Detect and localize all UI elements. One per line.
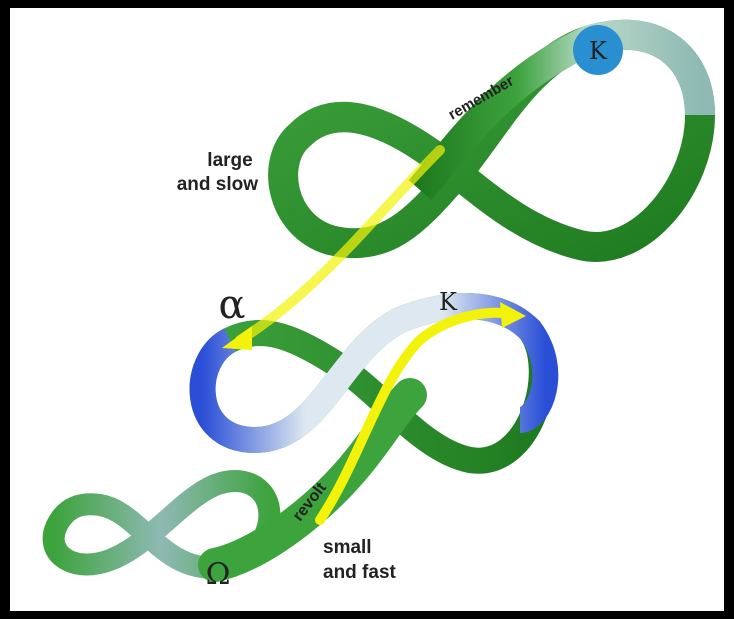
kappa-top-label: K xyxy=(589,37,608,65)
kappa-mid-label: K xyxy=(439,288,458,316)
omega-label: Ω xyxy=(206,557,231,592)
small-fast-line2: and fast xyxy=(323,562,397,583)
large-slow-line2: and slow xyxy=(177,174,259,195)
small-fast-line1: small xyxy=(323,537,372,558)
large-slow-line1: large xyxy=(207,150,252,171)
alpha-label: α xyxy=(218,282,245,328)
